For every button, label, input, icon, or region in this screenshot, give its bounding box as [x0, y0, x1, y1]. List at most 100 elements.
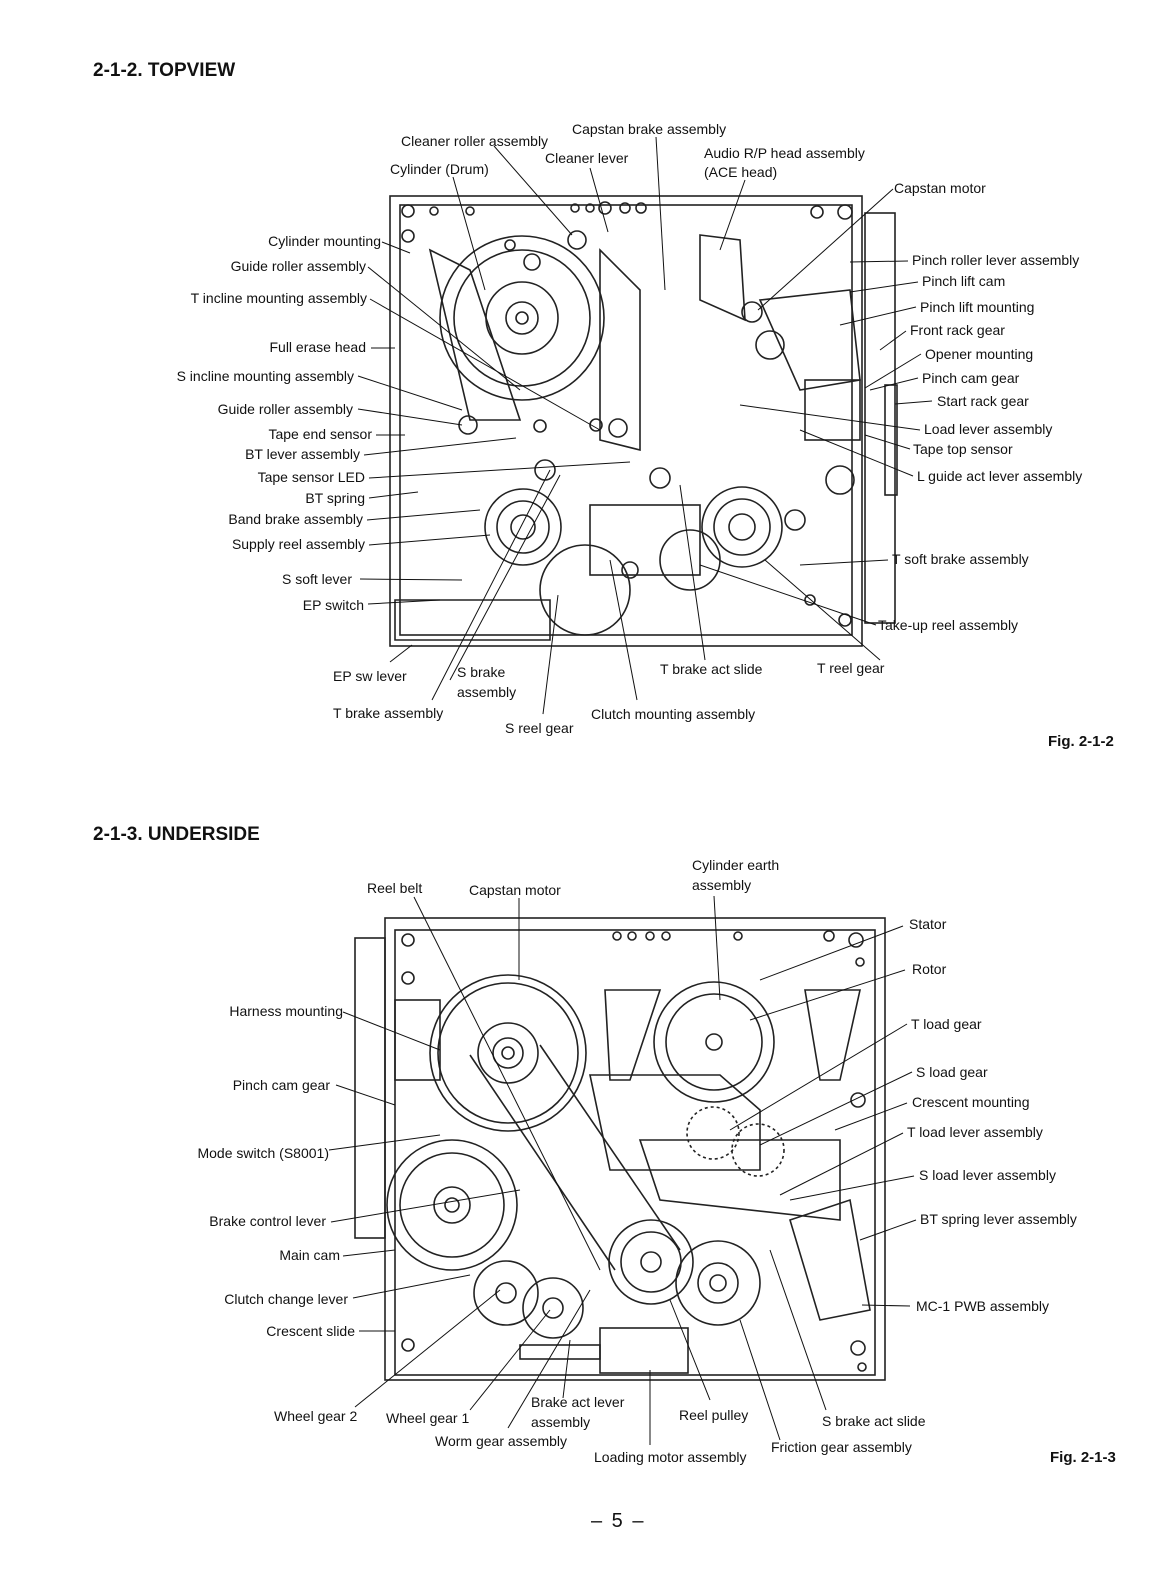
label-cleaner-lever: Cleaner lever	[545, 150, 629, 166]
label-t-incline-mounting-assembly: T incline mounting assembly	[191, 290, 367, 306]
label-loading-motor-assembly: Loading motor assembly	[594, 1449, 747, 1465]
label-pinch-lift-cam: Pinch lift cam	[922, 273, 1005, 289]
topview-chassis	[389, 195, 863, 647]
label-front-rack-gear: Front rack gear	[910, 322, 1005, 338]
topview-diagram: Cleaner roller assembly Capstan brake as…	[177, 121, 1083, 736]
label-t-brake-assembly: T brake assembly	[333, 705, 443, 721]
underside-mechanism	[354, 917, 886, 1381]
underside-chassis	[384, 917, 886, 1381]
cylinder-drum	[439, 235, 605, 401]
label-cleaner-roller-assembly: Cleaner roller assembly	[401, 133, 548, 149]
underside-figure-label: Fig. 2-1-3	[1050, 1449, 1116, 1466]
label-crescent-slide: Crescent slide	[266, 1323, 355, 1339]
label-wheel-gear-2: Wheel gear 2	[274, 1408, 357, 1424]
label-pinch-lift-mounting: Pinch lift mounting	[920, 299, 1034, 315]
topview-mechanism	[389, 195, 898, 647]
label-guide-roller-assembly-2: Guide roller assembly	[218, 401, 353, 417]
label-cylinder-earth-assembly: assembly	[692, 877, 751, 893]
label-t-soft-brake-assembly: T soft brake assembly	[892, 551, 1029, 567]
label-friction-gear-assembly: Friction gear assembly	[771, 1439, 912, 1455]
label-wheel-gear-1: Wheel gear 1	[386, 1410, 469, 1426]
label-harness-mounting: Harness mounting	[229, 1003, 343, 1019]
label-t-load-gear: T load gear	[911, 1016, 982, 1032]
label-load-lever-assembly: Load lever assembly	[924, 421, 1052, 437]
label-start-rack-gear: Start rack gear	[937, 393, 1029, 409]
label-mc1-pwb-assembly: MC-1 PWB assembly	[916, 1298, 1049, 1314]
underside-leaders	[328, 895, 917, 1445]
label-main-cam: Main cam	[279, 1247, 340, 1263]
label-brake-act-lever-assembly: assembly	[531, 1414, 590, 1430]
label-brake-control-lever: Brake control lever	[209, 1213, 326, 1229]
label-ace-head: (ACE head)	[704, 164, 777, 180]
take-up-reel	[701, 486, 783, 568]
label-crescent-mounting: Crescent mounting	[912, 1094, 1030, 1110]
label-mode-switch: Mode switch (S8001)	[197, 1145, 329, 1161]
label-ep-sw-lever: EP sw lever	[333, 668, 407, 684]
label-capstan-brake-assembly: Capstan brake assembly	[572, 121, 726, 137]
label-t-load-lever-assembly: T load lever assembly	[907, 1124, 1043, 1140]
topview-title: 2-1-2. TOPVIEW	[93, 60, 236, 81]
label-capstan-motor: Capstan motor	[894, 180, 986, 196]
underside-diagram: Cylinder earth assembly Reel belt Capsta…	[197, 857, 1076, 1465]
label-cylinder-drum: Cylinder (Drum)	[390, 161, 489, 177]
label-l-guide-act-lever-assembly: L guide act lever assembly	[917, 468, 1082, 484]
label-guide-roller-assembly-1: Guide roller assembly	[231, 258, 366, 274]
label-band-brake-assembly: Band brake assembly	[228, 511, 363, 527]
underside-left-rail	[354, 937, 386, 1239]
label-s-load-lever-assembly: S load lever assembly	[919, 1167, 1056, 1183]
label-cylinder-mounting: Cylinder mounting	[268, 233, 381, 249]
underside-harness	[394, 999, 441, 1081]
label-underside-capstan-motor: Capstan motor	[469, 882, 561, 898]
label-bt-spring-lever-assembly: BT spring lever assembly	[920, 1211, 1077, 1227]
label-bt-lever-assembly: BT lever assembly	[245, 446, 360, 462]
label-ep-switch: EP switch	[303, 597, 364, 613]
cleaner-roller	[567, 230, 587, 250]
underside-drum-motor	[653, 981, 775, 1103]
label-cylinder-earth: Cylinder earth	[692, 857, 779, 873]
topview-rack-edge	[864, 212, 896, 624]
label-reel-belt: Reel belt	[367, 880, 422, 896]
label-underside-pinch-cam-gear: Pinch cam gear	[233, 1077, 331, 1093]
supply-reel	[484, 488, 562, 566]
underside-loading-motor	[599, 1327, 689, 1374]
label-s-brake-assembly: assembly	[457, 684, 516, 700]
underside-capstan-motor	[429, 974, 587, 1132]
label-pinch-cam-gear: Pinch cam gear	[922, 370, 1020, 386]
label-full-erase-head: Full erase head	[269, 339, 366, 355]
label-opener-mounting: Opener mounting	[925, 346, 1033, 362]
label-rotor: Rotor	[912, 961, 947, 977]
label-pinch-roller-lever-assembly: Pinch roller lever assembly	[912, 252, 1079, 268]
label-t-brake-act-slide: T brake act slide	[660, 661, 763, 677]
label-s-soft-lever: S soft lever	[282, 571, 352, 587]
underside-wheel-gear-1	[522, 1277, 584, 1339]
label-stator: Stator	[909, 916, 947, 932]
label-brake-act-lever: Brake act lever	[531, 1394, 625, 1410]
page-number: – 5 –	[591, 1510, 646, 1532]
label-t-reel-gear: T reel gear	[817, 660, 885, 676]
label-tape-end-sensor: Tape end sensor	[268, 426, 372, 442]
topview-leaders	[357, 136, 933, 715]
underside-title: 2-1-3. UNDERSIDE	[93, 824, 260, 845]
topview-labels: Cleaner roller assembly Capstan brake as…	[177, 121, 1083, 736]
label-supply-reel-assembly: Supply reel assembly	[232, 536, 365, 552]
underside-main-cam	[386, 1139, 518, 1271]
label-bt-spring: BT spring	[305, 490, 365, 506]
underside-wheel-gear-2	[473, 1260, 539, 1326]
label-tape-top-sensor: Tape top sensor	[913, 441, 1013, 457]
label-s-reel-gear: S reel gear	[505, 720, 574, 736]
label-clutch-change-lever: Clutch change lever	[224, 1291, 348, 1307]
label-take-up-reel-assembly: Take-up reel assembly	[878, 617, 1018, 633]
label-reel-pulley: Reel pulley	[679, 1407, 748, 1423]
label-clutch-mounting-assembly: Clutch mounting assembly	[591, 706, 755, 722]
label-worm-gear-assembly: Worm gear assembly	[435, 1433, 567, 1449]
label-audio-rp-head-assembly: Audio R/P head assembly	[704, 145, 865, 161]
label-s-brake: S brake	[457, 664, 505, 680]
capstan-motor-shaft	[741, 301, 763, 323]
label-s-incline-mounting-assembly: S incline mounting assembly	[177, 368, 354, 384]
label-tape-sensor-led: Tape sensor LED	[258, 469, 365, 485]
label-s-load-gear: S load gear	[916, 1064, 988, 1080]
underside-labels: Cylinder earth assembly Reel belt Capsta…	[197, 857, 1076, 1465]
underside-friction-gear	[675, 1240, 761, 1326]
label-s-brake-act-slide: S brake act slide	[822, 1413, 926, 1429]
topview-figure-label: Fig. 2-1-2	[1048, 733, 1114, 750]
